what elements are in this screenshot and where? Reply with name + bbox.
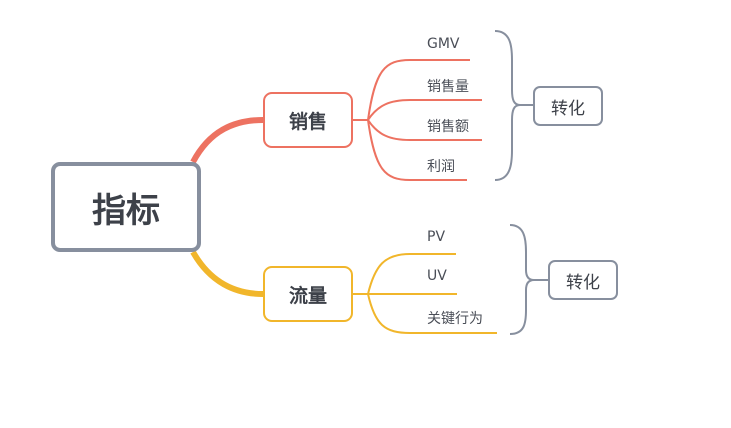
connector-root-traffic	[190, 250, 264, 297]
summary-brackets	[494, 30, 548, 335]
branch-node-sales[interactable]: 销售	[263, 92, 353, 148]
sales-leaf-connectors	[353, 59, 482, 181]
connector-key-action	[367, 293, 497, 334]
summary-label: 转化	[566, 272, 600, 293]
connector-profit	[367, 119, 467, 181]
branch-node-traffic[interactable]: 流量	[263, 266, 353, 322]
connector-sales-amount	[367, 119, 482, 141]
leaf-node[interactable]: PV	[427, 229, 446, 245]
branch-label: 销售	[288, 110, 327, 133]
summary-label: 转化	[551, 98, 585, 119]
leaf-node[interactable]: 销售量	[427, 79, 469, 95]
leaf-node[interactable]: 销售额	[427, 119, 469, 135]
traffic-leaf-connectors	[353, 253, 497, 334]
leaf-node[interactable]: 利润	[427, 159, 455, 175]
bracket-sales	[494, 30, 521, 181]
summary-node-sales[interactable]: 转化	[533, 86, 603, 126]
leaf-node[interactable]: UV	[427, 268, 447, 284]
summary-node-traffic[interactable]: 转化	[548, 260, 618, 300]
connector-root-sales	[190, 117, 264, 164]
connector-sales-volume	[367, 99, 482, 121]
leaf-node[interactable]: GMV	[427, 36, 460, 52]
leaf-node[interactable]: 关键行为	[427, 311, 483, 327]
root-label: 指标	[92, 190, 160, 231]
branch-label: 流量	[288, 284, 327, 307]
connector-gmv	[353, 59, 470, 121]
root-node[interactable]: 指标	[51, 162, 201, 252]
bracket-traffic	[509, 224, 535, 335]
connector-pv	[353, 253, 456, 295]
